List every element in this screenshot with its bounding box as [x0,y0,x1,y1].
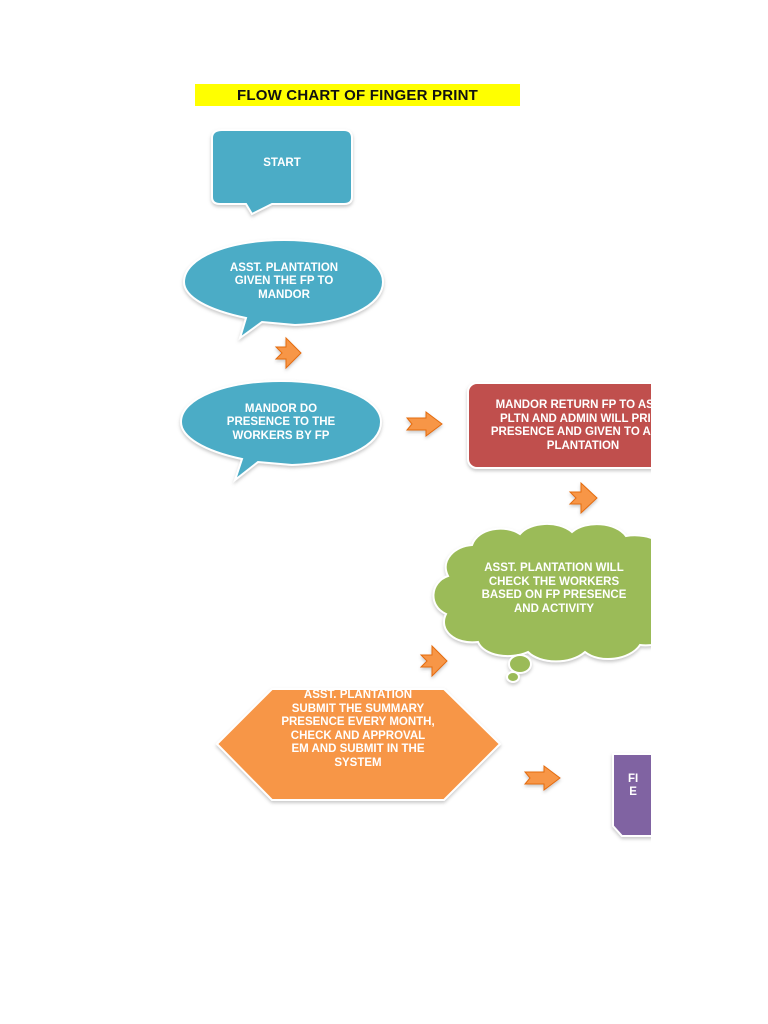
step5-hexagon [215,688,502,801]
step6-label: FI E [628,772,639,799]
title-banner: FLOW CHART OF FINGER PRINT [195,84,520,106]
step6-purple-shape [612,753,651,837]
step4-label: ASST. PLANTATION WILL CHECK THE WORKERS … [481,562,627,615]
arrow-step5-to-step6 [523,765,561,791]
step2-oval-callout [179,379,383,483]
arrow-step3-to-step4 [568,481,598,515]
arrow-step1-to-step2 [274,336,302,370]
step4-thought-cloud [432,523,651,683]
step3-label: MANDOR RETURN FP TO ASST. PLTN AND ADMIN… [490,399,651,452]
chart-title: FLOW CHART OF FINGER PRINT [236,86,478,104]
right-clip-region: MANDOR RETURN FP TO ASST. PLTN AND ADMIN… [0,0,651,1024]
step2-label: MANDOR DO PRESENCE TO THE WORKERS BY FP [226,402,336,442]
step1-oval-callout [182,238,385,341]
step3-rounded-rect [467,382,651,469]
arrow-step2-to-step3 [405,411,443,437]
start-node [211,129,353,216]
step5-label: ASST. PLANTATION SUBMIT THE SUMMARY PRES… [281,689,435,769]
step1-label: ASST. PLANTATION GIVEN THE FP TO MANDOR [229,261,339,301]
start-label: START [263,157,301,170]
arrow-step4-to-step5 [419,644,448,678]
